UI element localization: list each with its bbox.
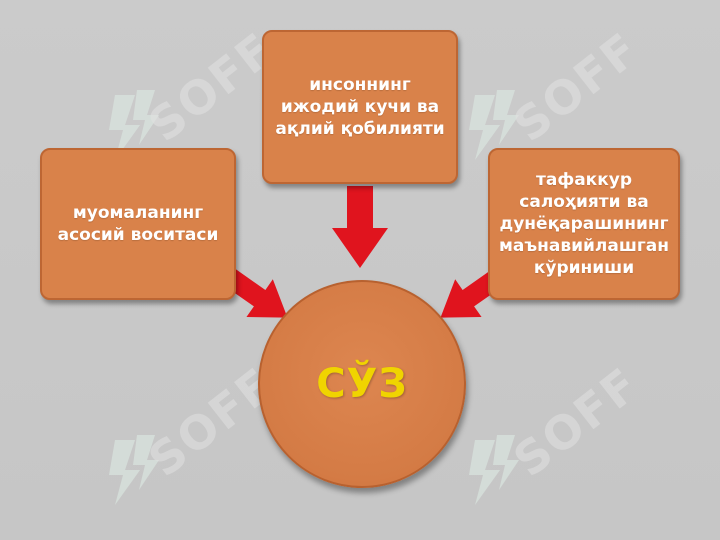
box-thinking-potential: тафаккур салоҳияти ва дунёқарашининг маъ…	[488, 148, 680, 300]
box-creative-power: инсоннинг ижодий кучи ва ақлий қобилияти	[262, 30, 458, 184]
watermark-text: SOFF	[503, 356, 650, 488]
box-text-line: инсоннинг	[309, 75, 411, 95]
box-text-line: муомаланинг	[72, 203, 204, 223]
box-text-line: дунёқарашининг	[499, 214, 669, 234]
center-circle: СЎЗ	[258, 280, 466, 488]
box-text-line: салоҳияти ва	[519, 192, 649, 212]
arrow-left-diagonal-icon	[224, 269, 288, 318]
box-text-line: ижодий кучи ва	[280, 97, 440, 117]
box-text-line: ақлий қобилияти	[275, 119, 445, 139]
box-text-line: маънавийлашган	[498, 236, 670, 256]
center-word: СЎЗ	[316, 361, 408, 407]
arrow-down-icon	[332, 186, 388, 268]
box-communication-means: муомаланинг асосий воситаси	[40, 148, 236, 300]
box-text-line: тафаккур	[536, 170, 632, 190]
watermark-logo-icon	[95, 430, 165, 510]
arrow-right-diagonal-icon	[440, 269, 504, 318]
box-text-line: кўриниши	[533, 258, 635, 278]
watermark-logo-icon	[455, 430, 525, 510]
box-text-line: асосий воситаси	[57, 225, 219, 245]
watermark-text: SOFF	[503, 21, 650, 153]
